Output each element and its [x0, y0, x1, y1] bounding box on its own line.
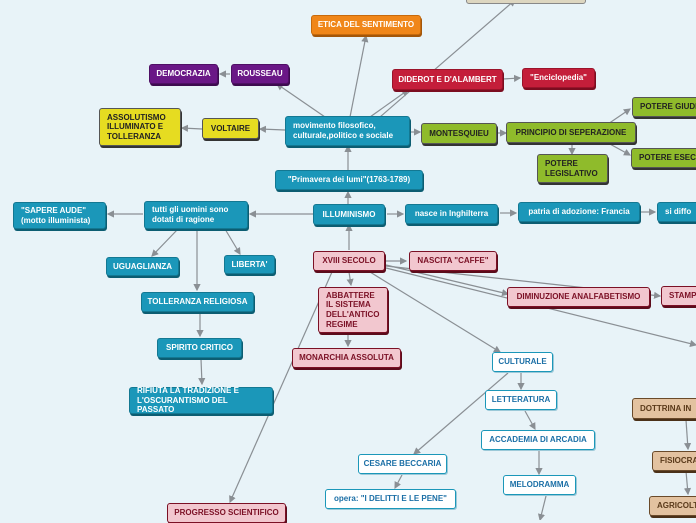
node-potere-esecutivo[interactable]: POTERE ESECU: [631, 148, 696, 168]
node-rifiuta-la-tradizione[interactable]: RIFIUTA LA TRADIZIONE E L'OSCURANTISMO D…: [129, 386, 273, 414]
node-assolutismo[interactable]: ASSOLUTISMO ILLUMINATO E TOLLERANZA: [99, 108, 181, 146]
node-primavera-dei-lumi[interactable]: "Primavera dei lumi"(1763-1789): [275, 170, 423, 190]
node-opera-delitti-e-pene[interactable]: opera: "I DELITTI E LE PENE": [325, 489, 456, 509]
node-monarchia-assoluta[interactable]: MONARCHIA ASSOLUTA: [292, 348, 401, 368]
node-enciclopedia[interactable]: "Enciclopedia": [522, 68, 595, 88]
node-potere-legislativo[interactable]: POTERE LEGISLATIVO: [537, 154, 608, 183]
node-diderot[interactable]: DIDEROT E D'ALAMBERT: [392, 69, 503, 90]
node-principio[interactable]: PRINCIPIO DI SEPERAZIONE: [506, 122, 636, 143]
node-cesare-beccaria[interactable]: CESARE BECCARIA: [358, 454, 447, 474]
node-diminuzione-analfabetismo[interactable]: DIMINUZIONE ANALFABETISMO: [507, 287, 650, 307]
node-illuminismo[interactable]: ILLUMINISMO: [313, 204, 385, 225]
node-montesquieu[interactable]: MONTESQUIEU: [421, 123, 497, 144]
node-melodramma[interactable]: MELODRAMMA: [503, 475, 576, 495]
node-culturale[interactable]: CULTURALE: [492, 352, 553, 372]
node-xviii-secolo[interactable]: XVIII SECOLO: [313, 251, 385, 271]
node-abbattere-antico-regime[interactable]: ABBATTERE IL SISTEMA DELL'ANTICO REGIME: [318, 287, 388, 333]
node-tolleranza-religiosa[interactable]: TOLLERANZA RELIGIOSA: [141, 292, 254, 312]
node-liberta[interactable]: LIBERTA': [224, 255, 275, 274]
node-democrazia[interactable]: DEMOCRAZIA: [149, 64, 218, 84]
node-progresso-scientifico[interactable]: PROGRESSO SCIENTIFICO: [167, 503, 286, 523]
node-rousseau[interactable]: ROUSSEAU: [231, 64, 289, 84]
node-voltaire[interactable]: VOLTAIRE: [202, 118, 259, 139]
node-stampa[interactable]: STAMP: [661, 286, 696, 306]
node-si-diffonde[interactable]: si diffo: [657, 202, 696, 222]
node-movimento[interactable]: movimento filosofico, culturale,politico…: [285, 116, 410, 146]
node-sapere-aude[interactable]: "SAPERE AUDE" (motto illuminista): [13, 202, 106, 229]
node-tutti-gli-uomini[interactable]: tutti gli uomini sono dotati di ragione: [144, 201, 248, 229]
node-dottrina[interactable]: DOTTRINA IN: [632, 398, 696, 419]
node-patria-di-adozione[interactable]: patria di adozione: Francia: [518, 202, 640, 222]
node-uguaglianza[interactable]: UGUAGLIANZA: [106, 257, 179, 276]
node-fisiocrazia[interactable]: FISIOCRA: [652, 451, 696, 471]
node-potere-giudiziario[interactable]: POTERE GIUDI: [632, 97, 696, 117]
node-spirito-critico[interactable]: SPIRITO CRITICO: [157, 338, 242, 358]
node-etica-del-sentimento[interactable]: ETICA DEL SENTIMENTO: [311, 15, 421, 35]
node-letteratura[interactable]: LETTERATURA: [485, 390, 557, 410]
node-nasce-in-inghilterra[interactable]: nasce in Inghilterra: [405, 204, 498, 224]
node-agricoltura[interactable]: AGRICOLT: [649, 496, 696, 516]
node-accademia-di-arcadia[interactable]: ACCADEMIA DI ARCADIA: [481, 430, 595, 450]
node-nascita-caffe[interactable]: NASCITA "CAFFE": [409, 251, 497, 271]
cut-off-node[interactable]: [466, 0, 586, 4]
